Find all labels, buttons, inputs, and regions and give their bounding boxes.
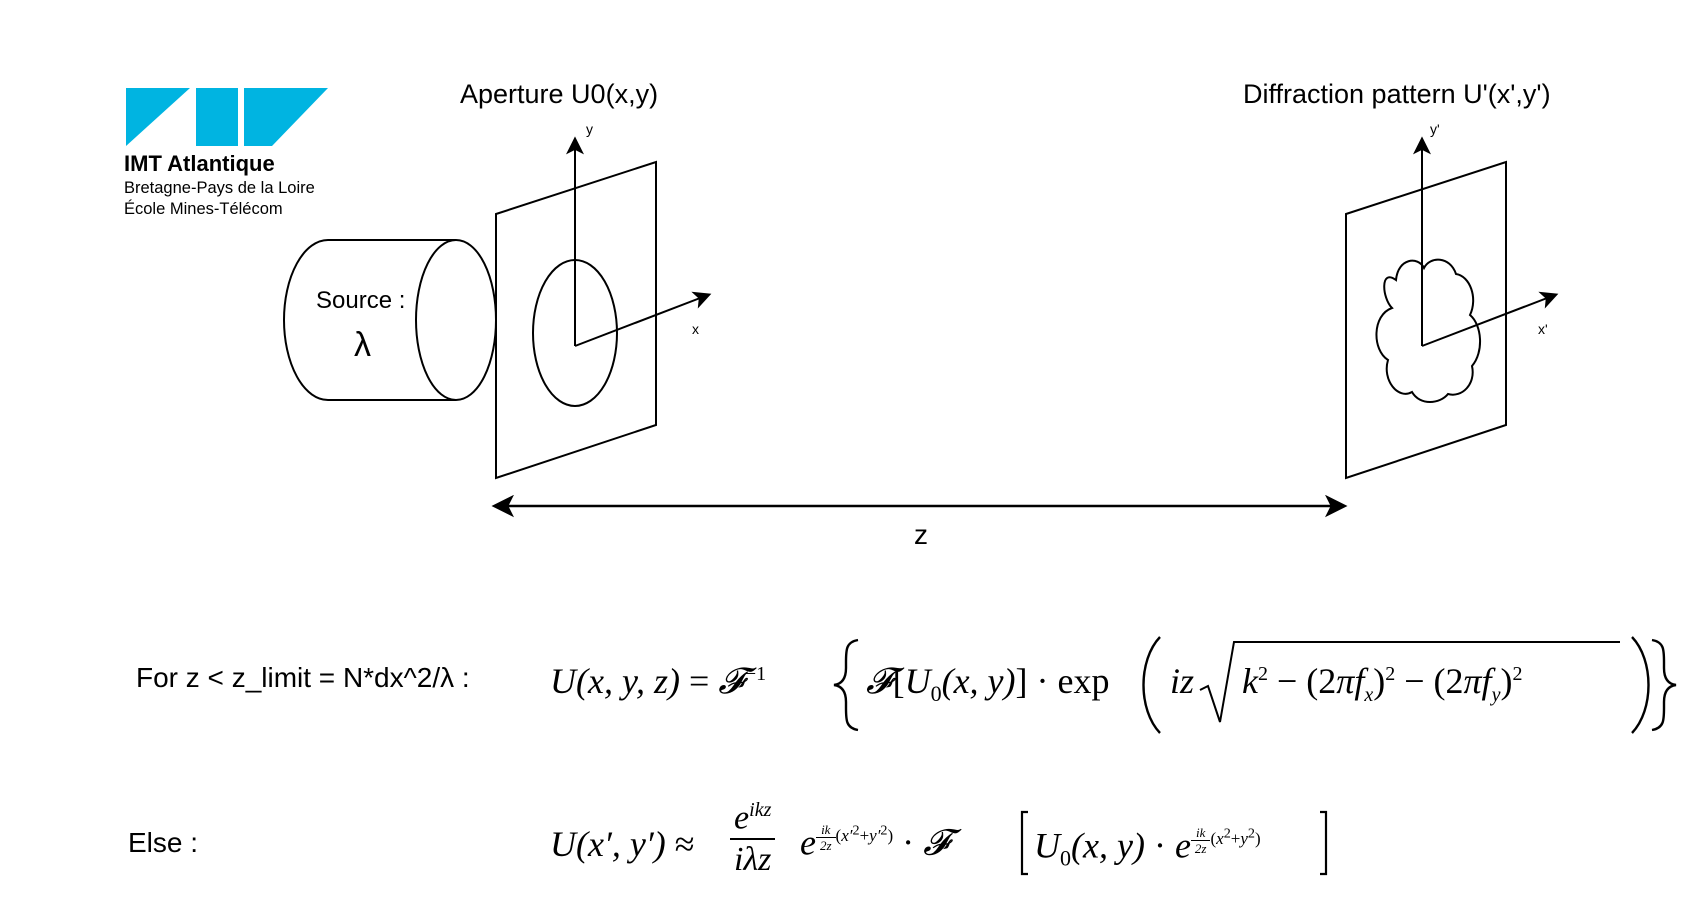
sqrt-sign <box>1199 641 1620 723</box>
left-bracket <box>1020 810 1028 876</box>
angular-spectrum-inner: 𝓕[U0(x, y)] · exp <box>866 661 1110 707</box>
near-field-condition: For z < z_limit = N*dx^2/λ : <box>136 662 470 693</box>
source-label: Source : <box>316 287 405 314</box>
sqrt-content: k2 − (2πfx)2 − (2πfy)2 <box>1242 661 1523 707</box>
aperture-title: Aperture U0(x,y) <box>460 79 658 109</box>
aperture-x-axis <box>574 291 712 347</box>
pattern-x-label: x' <box>1538 321 1548 337</box>
aperture-x-label: x <box>692 321 699 337</box>
pattern-plane <box>1345 160 1507 480</box>
left-brace <box>833 638 859 732</box>
logo-subtitle-line2: École Mines-Télécom <box>124 200 283 218</box>
left-paren <box>1142 636 1161 734</box>
source-cylinder <box>283 239 497 401</box>
logo-subtitle-line1: Bretagne-Pays de la Loire <box>124 179 315 197</box>
pattern-title: Diffraction pattern U'(x',y') <box>1243 79 1551 109</box>
pattern-y-label: y' <box>1430 121 1440 137</box>
distance-label: z <box>914 519 928 550</box>
far-field-condition: Else : <box>128 827 199 858</box>
pattern-x-axis <box>1421 291 1559 347</box>
diffraction-cloud-shape <box>1375 258 1481 403</box>
right-brace <box>1651 638 1677 732</box>
logo-name: IMT Atlantique <box>124 151 275 176</box>
wavelength-symbol: λ <box>354 326 371 364</box>
right-bracket <box>1320 810 1328 876</box>
right-paren <box>1631 636 1650 734</box>
angular-spectrum-equation: U(x, y, z) = 𝓕−1 <box>550 661 767 701</box>
fresnel-lhs: U(x′, y′) ≈ <box>550 824 695 864</box>
aperture-y-label: y <box>586 121 593 137</box>
phase-term: iz <box>1170 661 1195 701</box>
imt-logo-mark <box>126 88 328 146</box>
